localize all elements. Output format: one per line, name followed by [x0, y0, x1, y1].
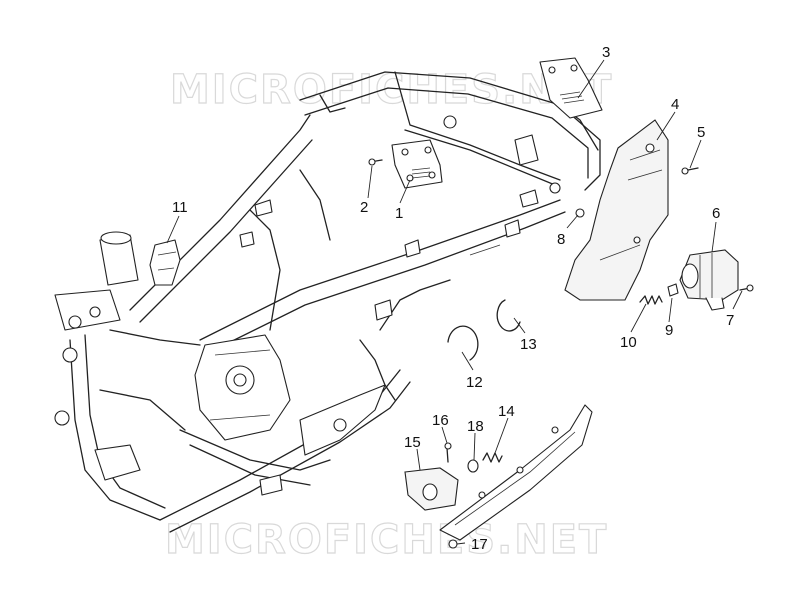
part-14-spring	[482, 452, 503, 463]
callout-2: 2	[360, 199, 368, 216]
callout-16: 16	[432, 412, 449, 429]
scooter-frame	[54, 71, 601, 533]
part-10-spring	[639, 295, 663, 305]
callout-18: 18	[467, 418, 484, 435]
callout-17: 17	[471, 536, 488, 553]
part-18-bushing	[467, 459, 479, 473]
watermark-top: MICROFICHES.NET	[170, 67, 613, 113]
part-5-screw	[681, 167, 699, 175]
part-9-clip	[667, 283, 679, 297]
callout-5: 5	[697, 124, 705, 141]
part-6-actuator	[679, 249, 739, 311]
part-3-top-bracket	[539, 57, 603, 119]
callout-6: 6	[712, 205, 720, 222]
leader-lines	[166, 59, 743, 545]
part-13-band	[496, 299, 521, 332]
callout-labels: 2 1 3 4 5 6 7 8 9 10 11 12 13 14 15 16 1…	[172, 44, 734, 553]
watermark-bottom: MICROFICHES.NET	[165, 517, 608, 563]
part-11-clamp	[149, 239, 181, 286]
callout-12: 12	[466, 374, 483, 391]
part-7-bolt	[739, 284, 754, 292]
callout-4: 4	[671, 96, 679, 113]
callout-3: 3	[602, 44, 610, 61]
callout-1: 1	[395, 205, 403, 222]
part-2-screw	[368, 158, 383, 166]
part-17-nut	[448, 539, 458, 549]
part-1-hinge-bracket	[391, 139, 443, 189]
callout-11: 11	[172, 199, 188, 216]
callout-7: 7	[726, 312, 734, 329]
callout-8: 8	[557, 231, 565, 248]
callout-13: 13	[520, 336, 537, 353]
callout-10: 10	[620, 334, 637, 351]
callout-15: 15	[404, 434, 421, 451]
callout-14: 14	[498, 403, 515, 420]
lower-rail-bracket	[439, 404, 593, 541]
part-16-screw	[444, 442, 452, 463]
part-15-latch	[404, 467, 459, 511]
part-4-shield	[564, 119, 669, 301]
callout-9: 9	[665, 322, 673, 339]
part-12-band	[447, 325, 479, 361]
